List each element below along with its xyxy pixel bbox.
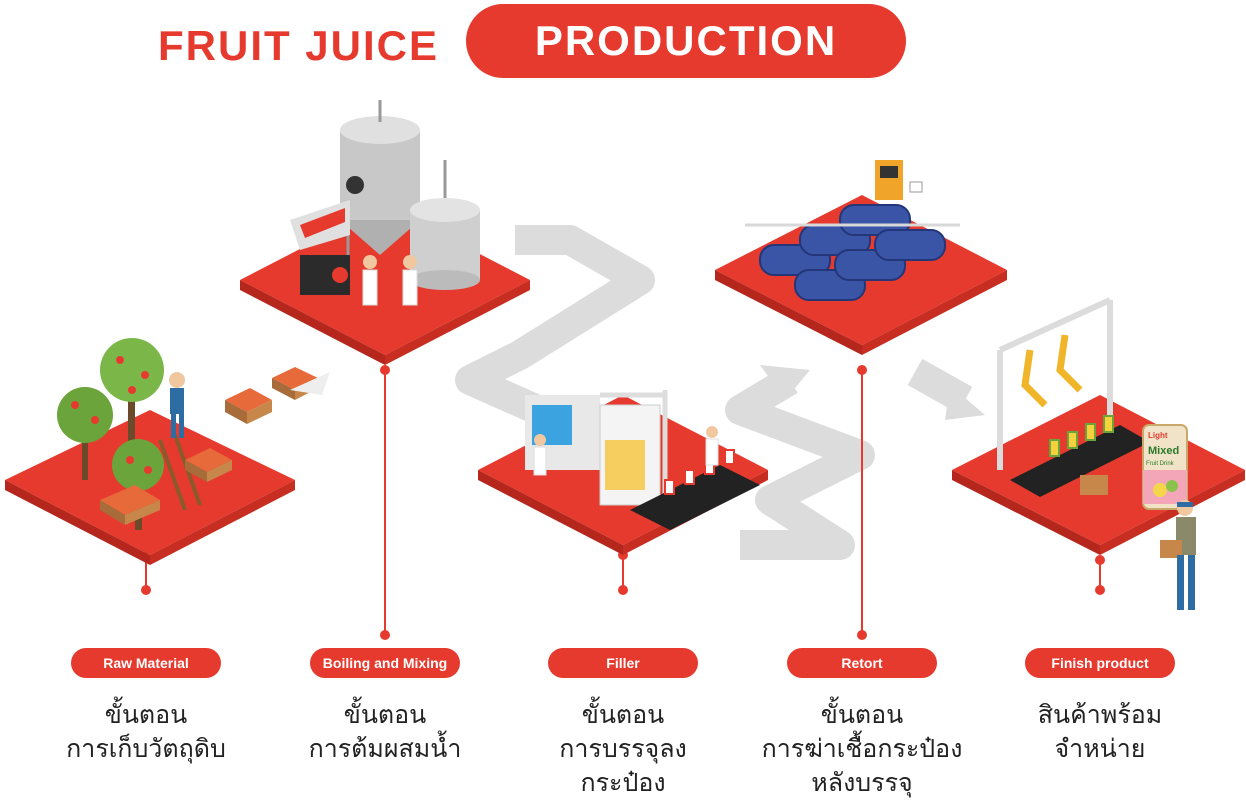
stage-desc-line: การเก็บวัตถุดิบ [66,734,226,763]
stage-desc-line: ขั้นตอน [104,700,188,729]
flow-arrow-filler-to-retort [725,367,875,560]
stage-desc-line: การบรรจุลง [559,734,687,763]
stage-desc-line: ขั้นตอน [581,700,665,729]
control-panel-icon [875,160,923,200]
conveyor-belt-icon [1010,425,1150,497]
title-fruit-juice: FRUIT JUICE [158,22,440,69]
finish-product-scene: Light Mixed Fruit Drink [952,297,1245,610]
flow-arrow-boil-to-filler [455,225,655,434]
apple-tree-icon [57,387,113,480]
product-brand: Light [1148,431,1168,440]
stage-desc-filler: ขั้นตอน การบรรจุลง กระป๋อง [503,698,743,800]
fruit-crate-icon [225,388,272,424]
product-can [1142,424,1188,510]
delivery-worker-icon [1160,500,1196,610]
worker-icon [362,255,378,306]
conveyor-belt-icon [630,465,760,530]
stage-badge-boiling-mixing: Boiling and Mixing [310,648,460,678]
title-production: PRODUCTION [466,4,906,78]
can-icon [664,449,735,495]
stage-desc-retort: ขั้นตอน การฆ่าเชื้อกระป๋อง หลังบรรจุ [742,698,982,800]
stage-desc-line: การต้มผสมน้ำ [308,734,462,763]
worker-icon [705,426,719,466]
stage-desc-line: ขั้นตอน [343,700,427,729]
stage-badge-finish-product: Finish product [1025,648,1175,678]
boiling-mixing-scene [240,100,530,365]
fruit-crate-icon [185,448,232,482]
product-line2: Fruit Drink [1146,461,1175,467]
stage-desc-line: การฆ่าเชื้อกระป๋อง [761,734,963,763]
flow-arrowhead-2 [760,365,810,400]
farmer-icon [169,372,185,438]
fruit-crate-icon [100,485,160,525]
product-line1: Mixed [1148,445,1179,457]
stage-desc-finish-product: สินค้าพร้อม จำหน่าย [980,698,1220,766]
stage-desc-boiling-mixing: ขั้นตอน การต้มผสมน้ำ [265,698,505,766]
worker-icon [402,255,418,306]
stage-badge-retort: Retort [787,648,937,678]
cardboard-box-icon [1080,475,1108,495]
filler-scene [478,390,768,555]
stage-desc-line: สินค้าพร้อม [1037,700,1163,729]
fruit-hopper-icon [290,200,350,295]
stage-desc-line: จำหน่าย [1054,734,1146,763]
robot-frame-icon [997,297,1113,470]
boiling-tank-icon [340,100,420,290]
worker-icon [533,434,547,476]
retort-scene [715,160,1007,355]
flow-arrowhead-3 [945,385,985,420]
raw-material-scene [5,338,330,565]
arrow-white-icon [290,372,330,395]
can-icon [1049,415,1114,457]
stage-desc-raw-material: ขั้นตอน การเก็บวัตถุดิบ [26,698,266,766]
apple-tree-icon [100,338,164,460]
robot-arm-icon [1021,334,1083,408]
stage-badge-raw-material: Raw Material [71,648,221,678]
stage-desc-line: หลังบรรจุ [811,768,913,797]
stage-desc-line: ขั้นตอน [820,700,904,729]
stage-badge-filler: Filler [548,648,698,678]
stage-desc-line: กระป๋อง [580,768,666,797]
mixing-tank-icon [410,160,480,290]
